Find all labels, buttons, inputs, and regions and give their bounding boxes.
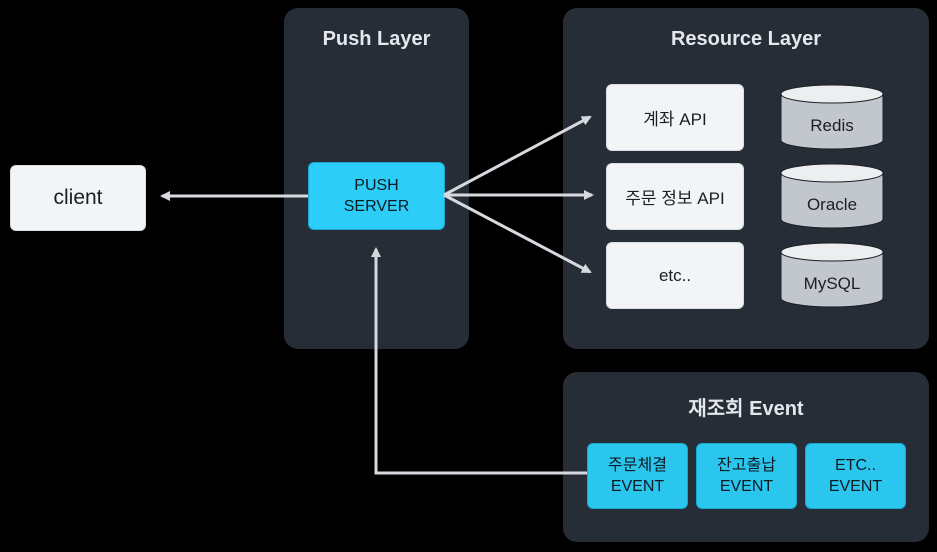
database-redis[interactable]: Redis [780,84,884,150]
event-layer-title: 재조회 Event [688,398,804,420]
event-box-balance[interactable]: 잔고출납 EVENT [696,443,797,509]
push-server-box[interactable]: PUSH SERVER [308,162,445,230]
database-cylinder-icon [780,163,884,229]
event-box-order-execution[interactable]: 주문체결 EVENT [587,443,688,509]
event-line1: 주문체결 [608,457,667,474]
api-box-etc[interactable]: etc.. [606,242,744,309]
event-line1: 잔고출납 [717,457,776,474]
resource-layer-title: Resource Layer [670,28,822,50]
event-line2: EVENT [828,478,883,495]
client-box[interactable]: client [10,165,146,231]
database-label: Oracle [806,195,858,214]
event-line2: EVENT [719,478,774,495]
database-label: Redis [810,116,854,135]
push-layer-title: Push Layer [322,28,431,50]
api-label: etc.. [658,265,692,285]
push-server-line1: PUSH [354,177,399,194]
database-oracle[interactable]: Oracle [780,163,884,229]
api-box-account[interactable]: 계좌 API [606,84,744,151]
push-server-line2: SERVER [343,198,410,215]
event-line2: EVENT [610,478,665,495]
database-mysql[interactable]: MySQL [780,242,884,308]
api-label: 계좌 API [643,110,707,129]
event-box-etc[interactable]: ETC.. EVENT [805,443,906,509]
api-label: 주문 정보 API [625,189,725,208]
database-label: MySQL [803,274,861,293]
database-cylinder-icon [780,84,884,150]
client-label: client [53,186,103,209]
event-line1: ETC.. [835,457,876,474]
database-cylinder-icon [780,242,884,308]
api-box-order-info[interactable]: 주문 정보 API [606,163,744,230]
